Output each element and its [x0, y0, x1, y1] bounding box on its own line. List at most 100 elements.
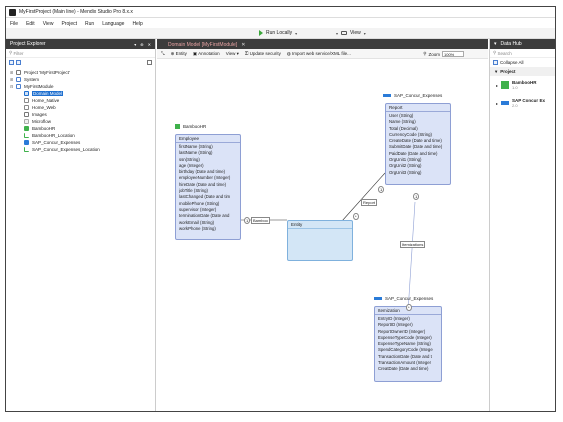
- view-app-button[interactable]: ▾ View ▾: [336, 30, 366, 36]
- filter-input[interactable]: ⚲ Filter: [6, 49, 155, 58]
- entity-attribute[interactable]: employeeNumber (Integer): [179, 175, 231, 181]
- add-annotation-button[interactable]: ▣ Annotation: [192, 50, 220, 56]
- data-hub-pane: ▾ Data Hub ⚲ Search Collapse All ▾ Proje…: [489, 39, 555, 411]
- entity-attribute[interactable]: workPhone (String): [179, 225, 216, 231]
- collapse-all-icon[interactable]: [16, 60, 21, 65]
- menu-language[interactable]: Language: [102, 20, 125, 27]
- menu-help[interactable]: Help: [132, 20, 143, 27]
- entity-attribute[interactable]: ExpenseTypeName (String): [378, 341, 431, 347]
- settings-icon[interactable]: [147, 60, 152, 65]
- entity-attribute[interactable]: workEmail (String): [179, 219, 215, 225]
- tree-item[interactable]: Microflow: [10, 118, 155, 125]
- zoom-select[interactable]: 100%: [442, 51, 464, 57]
- entity-attribute[interactable]: ssn(String): [179, 156, 200, 162]
- entity-attribute[interactable]: birthday (Date and time): [179, 169, 226, 175]
- entity-attribute[interactable]: jobTitle (String): [179, 188, 208, 194]
- tree-item[interactable]: Home_Native: [10, 97, 155, 104]
- entity-attribute[interactable]: Name (String): [389, 119, 416, 125]
- add-entity-button[interactable]: ⊕ Entity: [170, 50, 187, 56]
- expander-icon[interactable]: ⊞: [10, 70, 14, 75]
- tree-item[interactable]: ⊟MyFirstModule: [10, 83, 155, 90]
- run-locally-button[interactable]: Run Locally ▾: [259, 30, 297, 36]
- collapse-all-icon: [493, 60, 498, 65]
- location-icon: [24, 133, 29, 138]
- entity-attribute[interactable]: OrgUnit1 (String): [389, 157, 422, 163]
- entity-attribute[interactable]: CreateDate (Date and time): [389, 138, 442, 144]
- tree-item[interactable]: Home_Web: [10, 104, 155, 111]
- entity-attribute[interactable]: lastName (String): [179, 150, 213, 156]
- entity-itemization[interactable]: Itemization EntryID (Integer)ReportID (I…: [374, 306, 442, 382]
- entity-attribute[interactable]: hireDate (Date and time): [179, 181, 227, 187]
- select-icon[interactable]: ⤡: [161, 51, 165, 56]
- chevron-down-icon[interactable]: ▾: [295, 30, 298, 36]
- association-bamboo[interactable]: Bamboo: [251, 217, 270, 224]
- chevron-right-icon[interactable]: ▸: [496, 82, 499, 88]
- domain-model-canvas[interactable]: BambooHR Employee firstName (String)last…: [157, 59, 488, 411]
- update-security-button[interactable]: ⚿ Update security: [244, 51, 281, 56]
- expander-icon[interactable]: ⊟: [10, 84, 14, 89]
- import-web-service-button[interactable]: ◍ Import web service/XML file...: [286, 50, 351, 56]
- chevron-down-icon[interactable]: ▾: [494, 41, 497, 47]
- tree-item[interactable]: Images: [10, 111, 155, 118]
- tree-item[interactable]: ⊞System: [10, 76, 155, 83]
- view-dropdown[interactable]: View ▾: [225, 50, 239, 56]
- chevron-down-icon[interactable]: ▾: [363, 30, 366, 36]
- tab-domain-model[interactable]: Domain Model [MyFirstModule] ✕: [165, 40, 249, 49]
- tree-item[interactable]: SAP_Concur_Expenses_Location: [10, 146, 155, 153]
- data-hub-item-bamboohr[interactable]: ▸ BambooHR 1.0: [490, 76, 555, 94]
- menu-view[interactable]: View: [42, 20, 54, 27]
- entity-attribute[interactable]: TransactionAmount (Integer: [378, 360, 432, 366]
- entity-report[interactable]: Report User (String)Name (String)Total (…: [385, 103, 451, 185]
- tree-item[interactable]: BambooHR_Location: [10, 132, 155, 139]
- multiplicity-marker: *: [353, 213, 359, 220]
- entity-attribute[interactable]: TransactionDate (Date and t: [378, 353, 432, 359]
- tree-item[interactable]: BambooHR: [10, 125, 155, 132]
- entity-entity[interactable]: Entity: [287, 220, 353, 261]
- data-hub-section[interactable]: ▾ Project: [490, 67, 555, 76]
- chevron-right-icon[interactable]: ▸: [496, 100, 499, 106]
- entity-attribute[interactable]: firstName (String): [179, 144, 213, 149]
- entity-attribute[interactable]: mobilePhone (String): [179, 200, 220, 206]
- run-label: Run Locally: [266, 30, 293, 36]
- entity-attribute[interactable]: EntryID (Integer): [378, 316, 410, 321]
- expander-icon[interactable]: ⊞: [10, 77, 14, 82]
- association-itemizations[interactable]: Itemizations: [400, 241, 426, 248]
- hub-item-version: 1.0: [512, 85, 518, 90]
- close-icon[interactable]: ✕: [241, 41, 246, 48]
- entity-attribute[interactable]: User (String): [389, 113, 414, 118]
- tree-item[interactable]: SAP_Concur_Expenses: [10, 139, 155, 146]
- tree-item[interactable]: Domain Model: [10, 90, 155, 97]
- chevron-down-icon[interactable]: ▾: [134, 41, 137, 47]
- menu-project[interactable]: Project: [61, 20, 77, 27]
- chevron-down-icon[interactable]: ▾: [336, 30, 339, 36]
- menu-edit[interactable]: Edit: [26, 20, 35, 27]
- entity-attribute[interactable]: ReportID (Integer): [378, 322, 413, 328]
- entity-attribute[interactable]: Total (Decimal): [389, 125, 418, 131]
- entity-attribute[interactable]: CurrencyCode (String): [389, 131, 432, 137]
- entity-attribute[interactable]: OrgUnit2 (String): [389, 163, 422, 169]
- entity-attribute[interactable]: ExpenseTypeCode (Integer): [378, 334, 432, 340]
- association-report[interactable]: Report: [361, 199, 378, 206]
- entity-attribute[interactable]: supervisor (Integer): [179, 206, 217, 212]
- pin-icon[interactable]: ⊕: [140, 41, 144, 47]
- entity-attribute[interactable]: lastChanged (Date and tim: [179, 194, 231, 200]
- menu-file[interactable]: File: [10, 20, 19, 27]
- collapse-all-button[interactable]: Collapse All: [490, 58, 555, 67]
- entity-attribute[interactable]: terminationDate (Date and: [179, 213, 230, 219]
- data-hub-item-sap-concur[interactable]: ▸ SAP Concur Ex 2.0: [490, 94, 555, 112]
- domain-model-icon: [24, 91, 29, 96]
- data-hub-search-input[interactable]: ⚲ Search: [490, 49, 555, 58]
- entity-attribute[interactable]: PaidDate (Date and time): [389, 150, 438, 156]
- entity-attribute[interactable]: age (Integer): [179, 162, 204, 168]
- tree-item[interactable]: ⊞Project 'MyFirstProject': [10, 69, 155, 76]
- menu-run[interactable]: Run: [85, 20, 95, 27]
- entity-attribute[interactable]: SpendCategoryCode (Intege: [378, 347, 433, 353]
- expand-all-icon[interactable]: [9, 60, 14, 65]
- entity-attribute[interactable]: CreatDate (Date and time): [378, 366, 429, 372]
- entity-attribute[interactable]: SubmitDate (Date and time): [389, 144, 443, 150]
- entity-attribute[interactable]: ReportOwnerID (Integer): [378, 328, 426, 334]
- entity-attribute[interactable]: OrgUnit3 (String): [389, 169, 422, 175]
- project-tree: ⊞Project 'MyFirstProject'⊞System⊟MyFirst…: [6, 67, 155, 153]
- entity-employee[interactable]: Employee firstName (String)lastName (Str…: [175, 134, 241, 240]
- close-icon[interactable]: ✕: [147, 41, 151, 47]
